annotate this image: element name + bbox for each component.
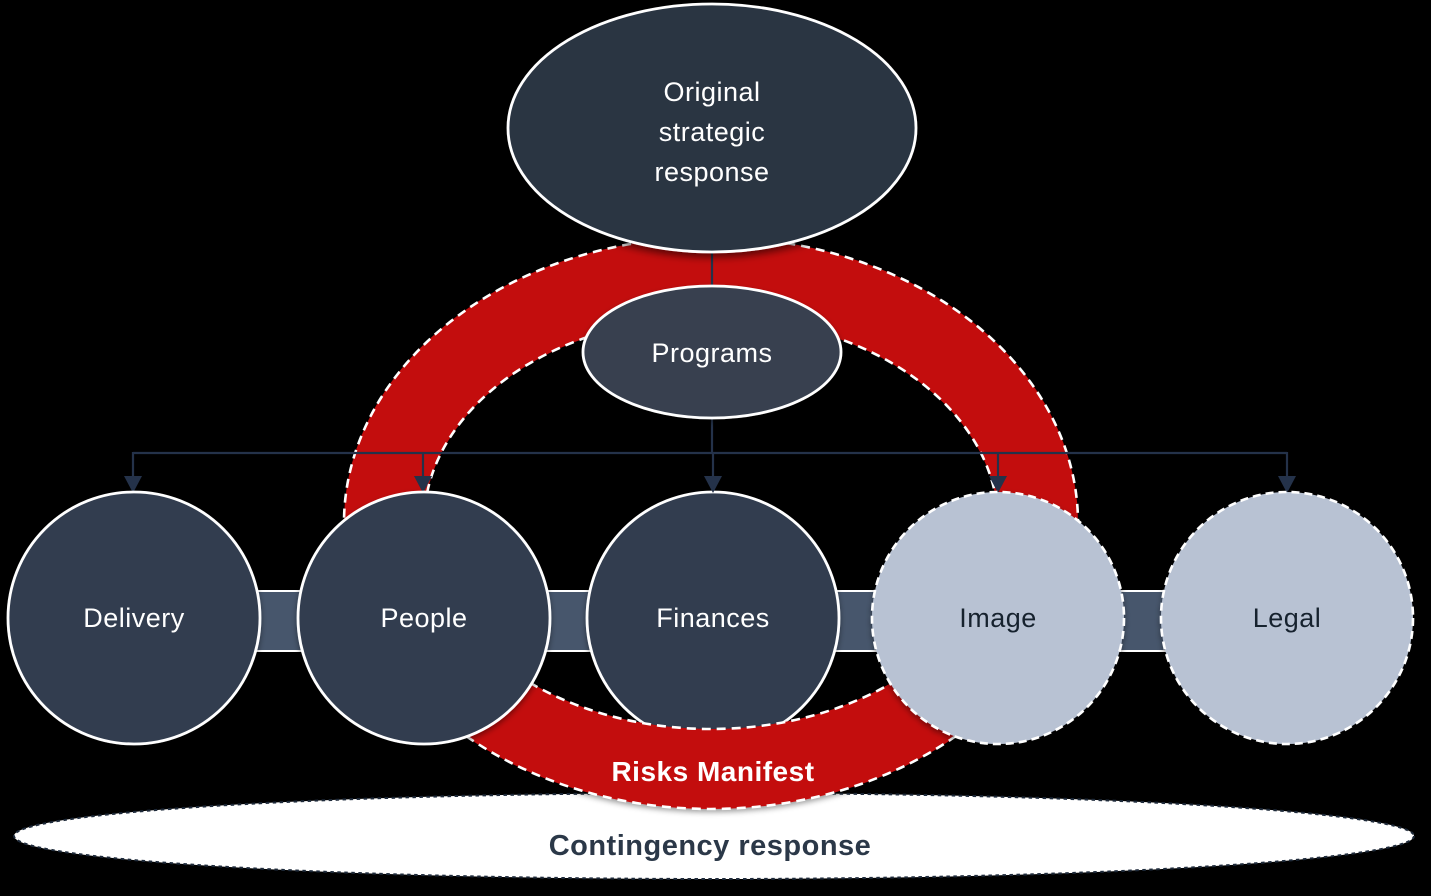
delivery-circle: [6, 490, 262, 746]
arrowhead-finances-icon: [704, 476, 722, 493]
original-strategic-response-ellipse: [506, 2, 918, 254]
people-label: People: [380, 603, 467, 633]
node-finances: Finances: [585, 490, 841, 746]
legal-circle: [1159, 490, 1415, 746]
node-image: Image: [870, 490, 1126, 746]
legal-label: Legal: [1253, 603, 1322, 633]
original-label-line3: response: [654, 157, 769, 187]
contingency-label: Contingency response: [549, 830, 872, 862]
arrowhead-people-icon: [414, 476, 432, 493]
delivery-label: Delivery: [83, 603, 185, 633]
node-original-strategic-response: Original strategic response: [506, 2, 918, 254]
image-circle: [870, 490, 1126, 746]
node-legal: Legal: [1159, 490, 1415, 746]
programs-label: Programs: [651, 338, 772, 368]
connector-tree: [124, 252, 1296, 493]
programs-ellipse: [581, 284, 843, 420]
finances-label: Finances: [656, 603, 770, 633]
arrowhead-image-icon: [989, 476, 1007, 493]
original-label-line1: Original: [663, 77, 760, 107]
arrowhead-delivery-icon: [124, 476, 142, 493]
people-circle: [296, 490, 552, 746]
arrowhead-legal-icon: [1278, 476, 1296, 493]
node-people: People: [296, 490, 552, 746]
node-programs: Programs: [581, 284, 843, 420]
image-label: Image: [959, 603, 1037, 633]
node-delivery: Delivery: [6, 490, 262, 746]
original-label-line2: strategic: [659, 117, 766, 147]
risks-manifest-label: Risks Manifest: [611, 756, 814, 787]
